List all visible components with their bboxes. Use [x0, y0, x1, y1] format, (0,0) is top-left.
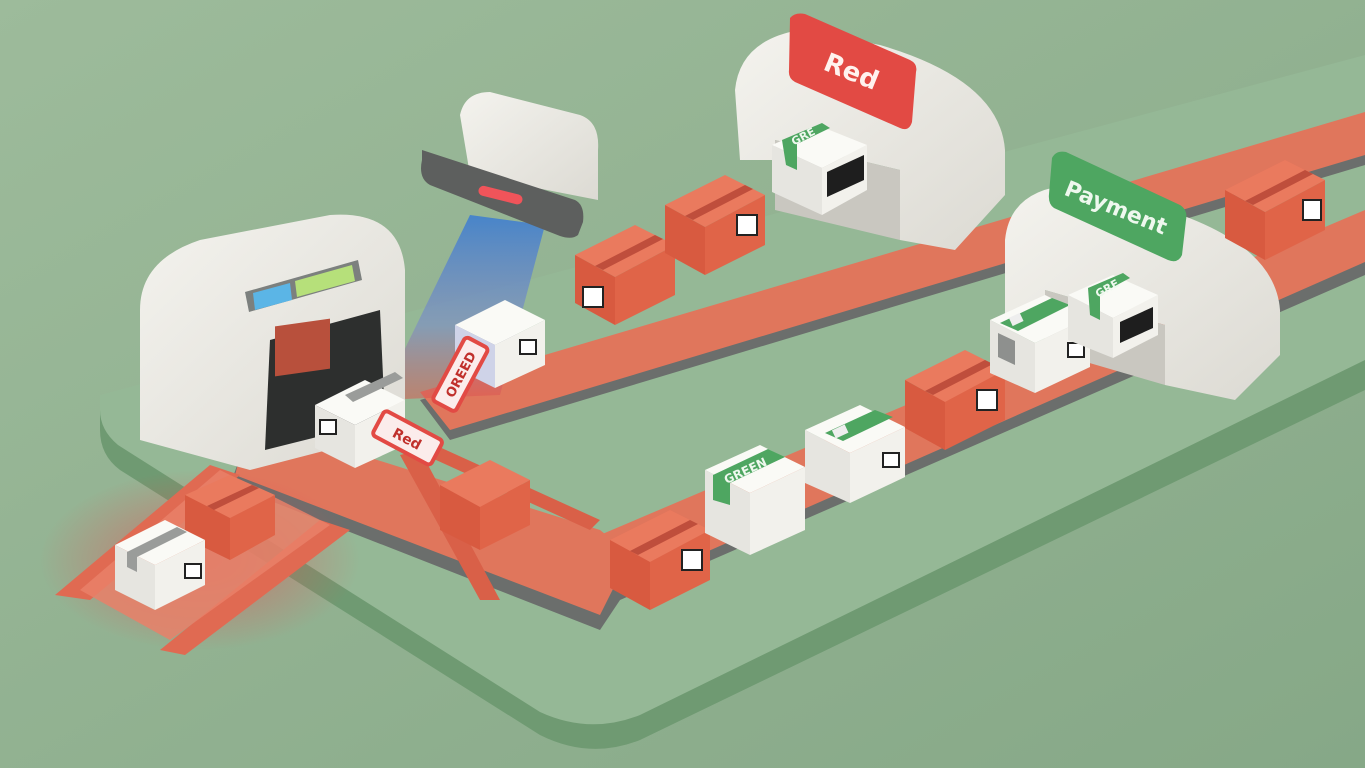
barcode-icon	[1302, 199, 1322, 221]
orange-box	[610, 510, 710, 610]
barcode-scanner	[421, 92, 599, 238]
status-indicator-panel	[245, 260, 362, 312]
white-box-green-tab	[805, 405, 905, 503]
white-box-green-label: GREEN	[705, 445, 805, 555]
orange-box	[575, 225, 675, 325]
orange-box	[1225, 160, 1325, 260]
barcode-icon	[184, 563, 202, 579]
blue-indicator-light	[253, 283, 292, 310]
barcode-icon	[519, 339, 537, 355]
barcode-icon	[681, 549, 703, 571]
barcode-icon	[319, 419, 337, 435]
white-boxes: GREEN GRE	[115, 123, 1158, 610]
white-box-gre-label: GRE	[1068, 273, 1158, 358]
green-indicator-light	[295, 265, 355, 297]
barcode-icon	[976, 389, 998, 411]
barcode-icon	[736, 214, 758, 236]
red-gate-sign: Red	[788, 13, 917, 130]
tag-red: Red	[371, 409, 444, 467]
orange-boxes	[185, 160, 1325, 610]
scanner-red-light	[478, 185, 523, 205]
barcode-icon	[582, 286, 604, 308]
front-conveyor-belt	[230, 420, 623, 630]
white-box	[115, 520, 205, 610]
orange-box	[665, 175, 765, 275]
orange-box	[185, 475, 275, 560]
barcode-icon	[882, 452, 900, 468]
white-box	[315, 372, 405, 468]
orange-box	[440, 460, 530, 550]
orange-box	[905, 350, 1005, 450]
reject-tags: Red OREED	[371, 335, 490, 467]
white-box-gre-label: GRE	[772, 123, 867, 215]
